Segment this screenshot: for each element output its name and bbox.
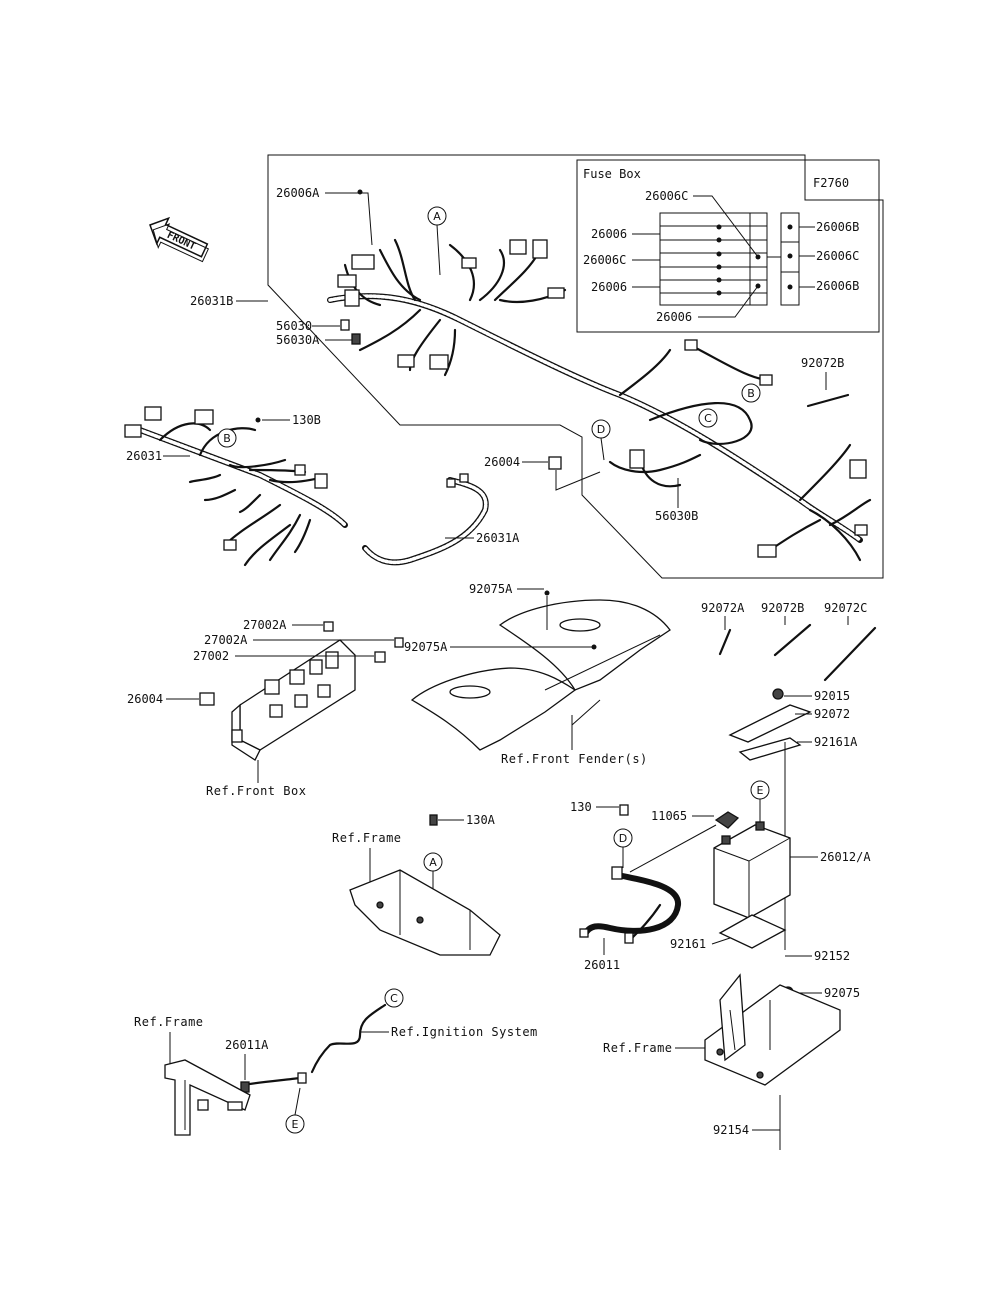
fuse-box-panel <box>576 159 880 333</box>
battery-26012A <box>713 821 791 919</box>
label-92015: 92015 <box>814 689 850 703</box>
label-92072: 92072 <box>814 707 850 721</box>
label-26031B: 26031B <box>190 294 233 308</box>
fuse-label-26006B-2: 26006B <box>816 279 859 293</box>
callout-B-top <box>741 383 761 403</box>
label-27002A-2: 27002A <box>204 633 248 647</box>
label-27002A-1: 27002A <box>243 618 287 632</box>
front-arrow-icon: FRONT <box>149 216 210 263</box>
label-92161A: 92161A <box>814 735 858 749</box>
label-92075: 92075 <box>824 986 860 1000</box>
sub-harness-26031 <box>124 406 348 567</box>
label-92152: 92152 <box>814 949 850 963</box>
label-92072C: 92072C <box>824 601 867 615</box>
battery-tray <box>704 973 841 1086</box>
svg-text:C: C <box>390 992 398 1005</box>
svg-text:E: E <box>757 784 764 797</box>
label-130: 130 <box>570 800 592 814</box>
svg-text:A: A <box>433 210 441 223</box>
fuse-label-26006C-top: 26006C <box>645 189 688 203</box>
svg-text:D: D <box>597 423 605 436</box>
label-26011: 26011 <box>584 958 620 972</box>
callout-C-ignition <box>384 988 404 1008</box>
fuse-box-title: Fuse Box <box>583 167 641 181</box>
fuse-label-26006-3: 26006 <box>591 280 627 294</box>
ref-front-fenders: Ref.Front Fender(s) <box>501 752 648 766</box>
cable-26011 <box>579 866 681 944</box>
callout-C-top <box>698 408 718 428</box>
svg-text:B: B <box>223 432 231 445</box>
label-26004-top: 26004 <box>484 455 520 469</box>
ref-frame-2: Ref.Frame <box>134 1015 204 1029</box>
label-92161: 92161 <box>670 937 706 951</box>
label-56030: 56030 <box>276 319 312 333</box>
svg-text:B: B <box>747 387 755 400</box>
svg-text:A: A <box>429 856 437 869</box>
relay-26004 <box>548 456 562 470</box>
label-130A: 130A <box>466 813 496 827</box>
label-130B: 130B <box>292 413 321 427</box>
svg-text:D: D <box>619 832 627 845</box>
label-92154: 92154 <box>713 1123 749 1137</box>
frame-bracket-ignition <box>164 1059 251 1136</box>
label-26011A: 26011A <box>225 1038 269 1052</box>
fuse-label-26006-1: 26006 <box>591 227 627 241</box>
callout-B-left <box>217 428 237 448</box>
ref-frame-1: Ref.Frame <box>332 831 402 845</box>
figure-code: F2760 <box>813 176 849 190</box>
front-box <box>231 639 356 761</box>
label-26031: 26031 <box>126 449 162 463</box>
svg-text:C: C <box>704 412 712 425</box>
label-92075A-1: 92075A <box>469 582 513 596</box>
label-26031A: 26031A <box>476 531 520 545</box>
label-92075A-2: 92075A <box>404 640 448 654</box>
svg-text:E: E <box>292 1118 299 1131</box>
label-27002: 27002 <box>193 649 229 663</box>
harness-26031A <box>362 473 489 566</box>
ref-ignition: Ref.Ignition System <box>391 1025 538 1039</box>
label-56030A: 56030A <box>276 333 320 347</box>
harness-group-outline <box>267 154 884 579</box>
ref-frame-3: Ref.Frame <box>603 1041 673 1055</box>
fuse-grid <box>659 212 800 306</box>
label-26004-left: 26004 <box>127 692 163 706</box>
front-fenders <box>410 599 671 751</box>
label-26006A: 26006A <box>276 186 320 200</box>
fuse-label-26006C-2: 26006C <box>583 253 626 267</box>
fuse-label-26006B-1: 26006B <box>816 220 859 234</box>
frame-bracket-A <box>349 869 501 956</box>
fuse-label-26006C-r: 26006C <box>816 249 859 263</box>
label-26012A: 26012/A <box>820 850 871 864</box>
label-92072B: 92072B <box>761 601 804 615</box>
fuse-label-26006-4: 26006 <box>656 310 692 324</box>
label-56030B: 56030B <box>655 509 698 523</box>
label-92072B-top: 92072B <box>801 356 844 370</box>
main-harness-26031B <box>327 238 872 562</box>
label-92072A: 92072A <box>701 601 745 615</box>
ref-front-box: Ref.Front Box <box>206 784 306 798</box>
label-11065: 11065 <box>651 809 687 823</box>
